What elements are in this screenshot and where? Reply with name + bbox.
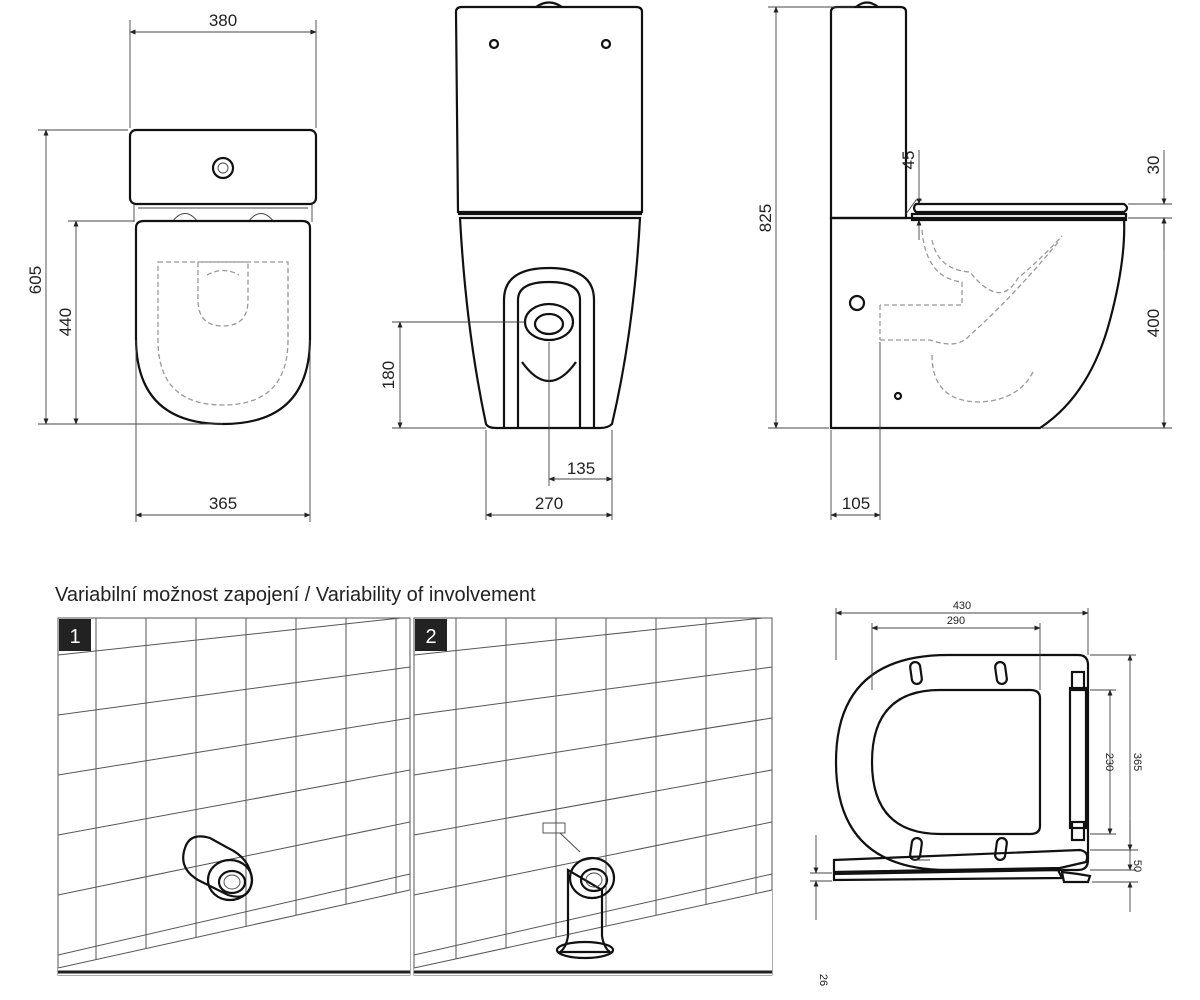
seat-side-view: 50 26 [810, 820, 1143, 986]
seat-side-outline [832, 848, 1092, 884]
seat-top-dimensions: 430 290 230 365 [835, 600, 1143, 871]
dim-seat-side-thickness: 26 [817, 974, 829, 986]
tile-grid [58, 618, 410, 975]
dim-seat-height: 440 [56, 308, 75, 336]
badge-1 [59, 619, 91, 651]
badge-1-number: 1 [69, 626, 80, 648]
dim-outlet-offset: 135 [567, 459, 595, 478]
caption: Variabilní možnost zapojení / Variabilit… [55, 584, 536, 606]
dim-seat-side-height: 50 [1131, 860, 1143, 872]
dim-tank-width: 380 [209, 11, 237, 30]
toilet-front-outline [128, 128, 318, 426]
dim-outlet-height: 180 [379, 361, 398, 389]
pipe-connector-horizontal [182, 835, 254, 902]
seat-top-view: 430 290 230 365 [834, 600, 1143, 872]
side-view: 825 45 30 400 105 [756, 1, 1172, 520]
dim-lid-gap: 45 [899, 151, 918, 170]
seat-side-dimensions: 50 26 [810, 820, 1143, 986]
panel-1: 1 [57, 617, 411, 976]
back-view: 180 135 270 [379, 1, 644, 520]
dim-wall-distance: 105 [842, 494, 870, 513]
dim-seat-outer-height: 365 [1131, 753, 1143, 771]
dim-seat-inner-width: 290 [947, 615, 965, 627]
dim-seat-inner-height: 230 [1103, 753, 1115, 771]
toilet-side-outline [829, 1, 1129, 430]
dim-total-height: 825 [756, 204, 775, 232]
seat-top-outline [834, 653, 1090, 872]
back-dimensions: 180 135 270 [379, 321, 613, 520]
side-dimensions: 825 45 30 400 105 [756, 6, 1172, 520]
front-dimensions: 380 605 440 365 [26, 11, 317, 522]
dim-seat-outer-width: 430 [953, 600, 971, 612]
front-view: 380 605 440 365 [26, 11, 318, 522]
badge-2-number: 2 [425, 626, 436, 648]
panel-2: 2 [413, 617, 773, 976]
dim-base-depth: 270 [535, 494, 563, 513]
tile-grid [414, 618, 772, 975]
dim-seat-height: 400 [1144, 309, 1163, 337]
dim-base-width: 365 [209, 494, 237, 513]
dim-seat-thickness: 30 [1144, 156, 1163, 175]
pipe-connector-floor [542, 822, 616, 960]
dim-total-height: 605 [26, 266, 45, 294]
badge-2 [415, 619, 447, 651]
